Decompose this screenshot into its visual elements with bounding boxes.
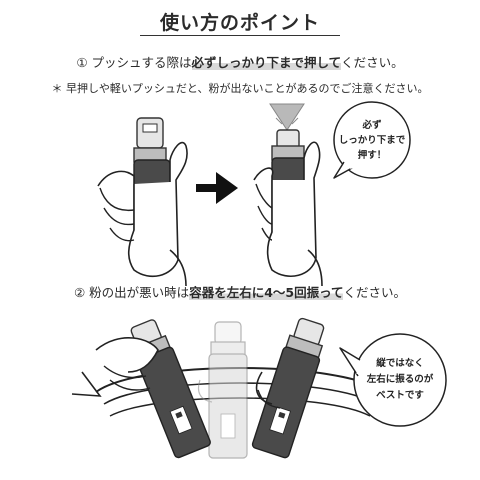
title-underline [140, 35, 340, 36]
hand-pressing-bottle-after [253, 103, 323, 287]
bubble1-line-3: 押す！ [358, 149, 387, 161]
page-title: 使い方のポイント [159, 12, 320, 34]
step1-instruction: ① プッシュする際は必ずしっかり下まで押してください。 [0, 52, 480, 71]
bubble1-line-2: しっかり下まで [339, 134, 406, 146]
step2-text-pre: ② 粉の出が悪い時は [74, 285, 190, 300]
bubble1-line-1: 必ず [361, 119, 382, 131]
caution-note: ＊ 早押しや軽いプッシュだと、粉が出ないことがあるのでご注意ください。 [51, 82, 429, 95]
step2-instruction: ② 粉の出が悪い時は容器を左右に4〜5回振ってください。 [0, 282, 480, 301]
hand-left [95, 337, 159, 391]
bottle-center-ghost [197, 321, 248, 459]
bubble2-line-3: ベストです [376, 390, 424, 401]
title-wrap: 使い方のポイント [0, 6, 480, 41]
speech-bubble-press: 必ず しっかり下まで 押す！ [333, 101, 411, 179]
right-arrow-icon [196, 172, 238, 204]
hand-right [255, 371, 281, 409]
bubble2-line-2: 左右に振るのが [366, 373, 434, 385]
step1-highlight: 必ずしっかり下まで押して [191, 55, 342, 70]
step2-text-post: ください。 [343, 285, 406, 300]
step1-text-pre: ① プッシュする際は [76, 55, 192, 70]
bottle-right-tilted [251, 317, 325, 459]
step2-highlight: 容器を左右に4〜5回振って [189, 285, 344, 300]
step1-text-post: ください。 [341, 55, 404, 70]
speech-bubble-shake: 縦ではなく 左右に振るのが ベストです [339, 333, 447, 427]
hand-holding-bottle-before [97, 117, 188, 287]
bubble2-line-1: 縦ではなく [376, 357, 424, 369]
